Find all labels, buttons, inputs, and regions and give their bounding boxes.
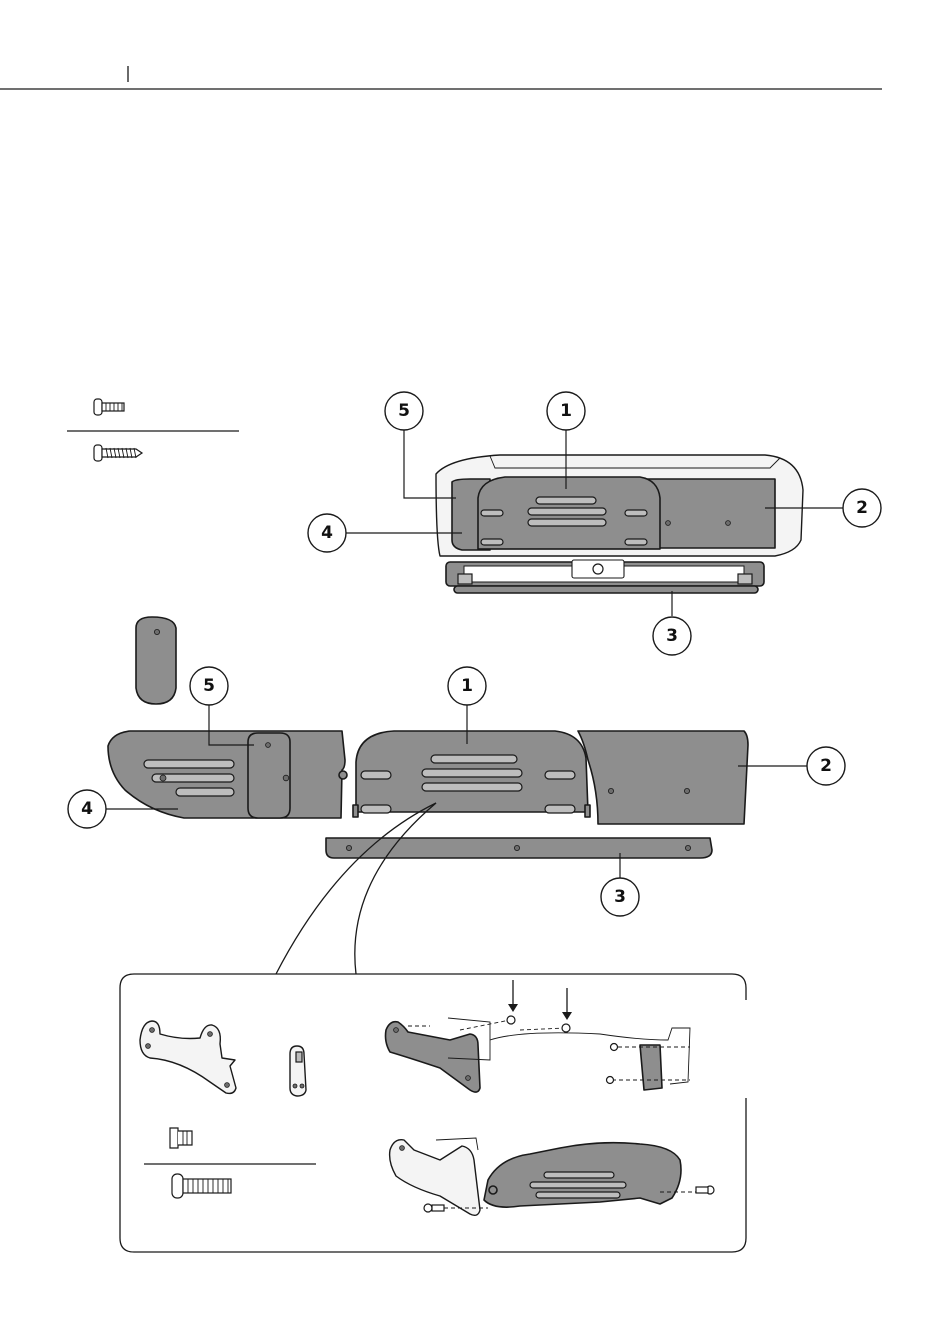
callout-label: 4 [81, 799, 93, 819]
callout-label: 2 [820, 756, 832, 776]
centre-cover [353, 731, 590, 817]
header-rule [0, 66, 882, 89]
callout-mid-3: 3 [601, 853, 639, 916]
side-bracket [140, 1021, 236, 1093]
callout-label: 1 [560, 401, 572, 421]
bolt-icon [94, 399, 124, 415]
assembled-view [436, 455, 803, 593]
detail-panel [120, 974, 746, 1252]
arrow-down-icon [508, 980, 518, 1012]
callout-label: 5 [398, 401, 410, 421]
callout-label: 3 [666, 626, 678, 646]
tapping-screw-icon [94, 445, 142, 461]
callout-label: 2 [856, 498, 868, 518]
left-cover [108, 731, 347, 818]
arrow-down-icon [562, 988, 572, 1020]
callout-label: 3 [614, 887, 626, 907]
callout-label: 5 [203, 676, 215, 696]
base-rail-top [454, 586, 758, 593]
callout-label: 4 [321, 523, 333, 543]
fastener-legend-top [67, 399, 239, 461]
callout-mid-2: 2 [738, 747, 845, 785]
base-rail [326, 838, 712, 858]
callout-top-3: 3 [653, 591, 691, 655]
long-bolt-icon [172, 1174, 231, 1198]
countersunk-screw-icon [170, 1128, 192, 1148]
callout-label: 1 [461, 676, 473, 696]
right-cover [578, 731, 748, 824]
